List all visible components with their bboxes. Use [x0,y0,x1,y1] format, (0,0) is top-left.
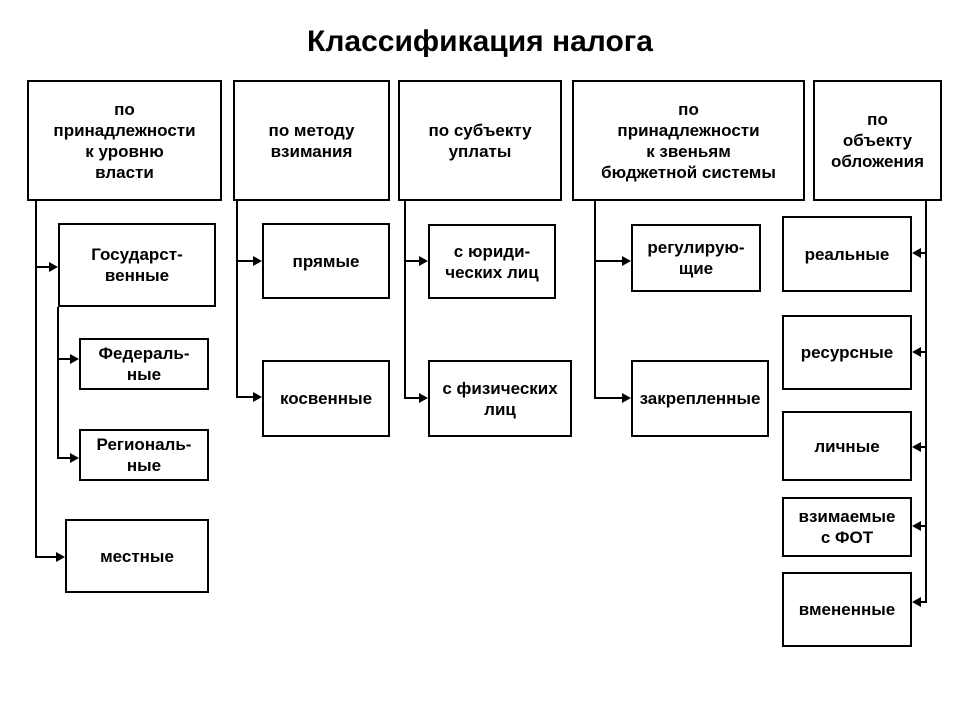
arrow-to-regional-icon [70,453,79,463]
connector-col1-to-local [35,556,62,558]
arrow-to-indirect-icon [253,392,262,402]
connector-col1-subtrunk [57,307,59,459]
connector-col3-to-legal [404,260,425,262]
header-box-collection-method: по методу взимания [233,80,390,201]
connector-col3-trunk [404,201,406,399]
arrow-to-personal-icon [912,442,921,452]
diagram-title: Классификация налога [307,25,653,58]
connector-col2-to-direct [236,260,259,262]
box-regulating: регулирую- щие [631,224,761,292]
connector-col4-to-assigned [594,397,628,399]
arrow-to-regulating-icon [622,256,631,266]
header-box-taxation-object: по объекту обложения [813,80,942,201]
box-assigned: закрепленные [631,360,769,437]
box-real: реальные [782,216,912,292]
connector-col4-to-regulating [594,260,628,262]
box-federal: Федераль- ные [79,338,209,390]
box-payroll: взимаемые с ФОТ [782,497,912,557]
connector-col1-to-regional [57,457,76,459]
box-indirect: косвенные [262,360,390,437]
box-individuals: с физических лиц [428,360,572,437]
arrow-to-imputed-icon [912,597,921,607]
header-box-payment-subject: по субъекту уплаты [398,80,562,201]
arrow-to-direct-icon [253,256,262,266]
box-legal-entities: с юриди- ческих лиц [428,224,556,299]
box-personal: личные [782,411,912,481]
arrow-to-payroll-icon [912,521,921,531]
header-box-budget-system: по принадлежности к звеньям бюджетной си… [572,80,805,201]
arrow-to-state-icon [49,262,58,272]
connector-col1-to-state [35,266,55,268]
arrow-to-real-icon [912,248,921,258]
arrow-to-individuals-icon [419,393,428,403]
arrow-to-federal-icon [70,354,79,364]
arrow-to-assigned-icon [622,393,631,403]
header-box-level-of-power: по принадлежности к уровню власти [27,80,222,201]
box-direct: прямые [262,223,390,299]
connector-col5-to-personal [918,446,927,448]
box-regional: Региональ- ные [79,429,209,481]
box-local: местные [65,519,209,593]
arrow-to-legal-icon [419,256,428,266]
box-imputed: вмененные [782,572,912,647]
connector-col5-to-imputed [918,601,927,603]
connector-col1-trunk [35,201,37,558]
box-resource: ресурсные [782,315,912,390]
arrow-to-resource-icon [912,347,921,357]
connector-col4-trunk [594,201,596,399]
connector-col2-to-indirect [236,396,259,398]
connector-col5-to-real [918,252,927,254]
connector-col3-to-individuals [404,397,425,399]
connector-col5-trunk [925,201,927,603]
box-state: Государст- венные [58,223,216,307]
connector-col1-to-federal [57,358,76,360]
arrow-to-local-icon [56,552,65,562]
connector-col2-trunk [236,201,238,398]
connector-col5-to-payroll [918,525,927,527]
connector-col5-to-resource [918,351,927,353]
